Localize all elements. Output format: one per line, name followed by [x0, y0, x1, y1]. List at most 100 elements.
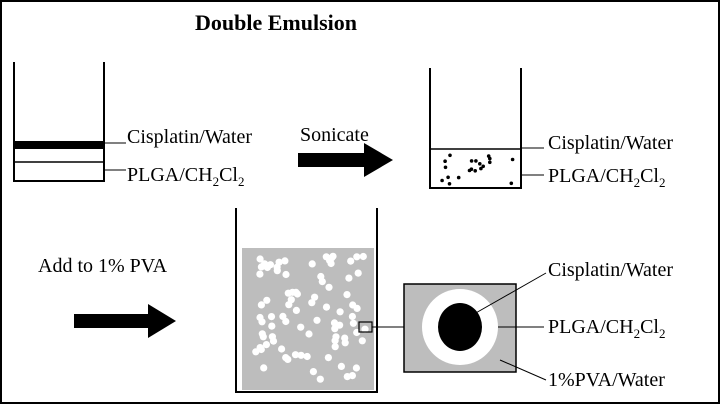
emulsion-particles: [252, 252, 369, 383]
emulsion-particle: [343, 291, 351, 299]
cisplatin-core: [438, 303, 482, 351]
emulsion-particle: [349, 319, 357, 327]
emulsion-particle: [256, 344, 264, 352]
emulsion-particle: [282, 270, 290, 279]
emulsion-particle: [341, 334, 349, 342]
emulsion-particle: [262, 341, 270, 349]
emulsion-particle: [352, 364, 360, 372]
emulsion-particle: [287, 296, 295, 304]
emulsion-particle: [317, 272, 325, 281]
beaker-3-outline: [235, 208, 378, 393]
emulsion-particle: [345, 274, 353, 282]
droplet-dot: [443, 165, 448, 170]
emulsion-particle: [297, 351, 305, 359]
emulsion-particle: [313, 316, 321, 324]
emulsion-particle: [263, 263, 271, 272]
emulsion-particle: [273, 267, 281, 275]
droplet-dot: [479, 166, 483, 171]
emulsion-particle: [349, 301, 357, 309]
emulsion-particle: [354, 269, 362, 277]
beaker-2: [429, 68, 522, 189]
droplet-dot: [478, 162, 482, 166]
emulsion-particle: [311, 293, 319, 301]
emulsion-particle: [336, 321, 344, 329]
emulsion-particle: [256, 255, 264, 263]
emulsion-particle: [316, 375, 324, 383]
label-sonicate: Sonicate: [300, 124, 369, 146]
emulsion-particle: [284, 355, 292, 363]
droplet-dot: [448, 153, 452, 158]
beaker-1: [13, 62, 105, 182]
emulsion-particle: [303, 352, 311, 361]
emulsion-particle: [308, 260, 316, 268]
label-plga-3: PLGA/CH2Cl2: [548, 316, 665, 341]
arrow-sonicate-icon: [298, 143, 393, 177]
droplet-dot: [481, 164, 486, 169]
label-plga-1: PLGA/CH2Cl2: [127, 164, 244, 189]
emulsion-particle: [257, 301, 265, 309]
emulsion-particle: [331, 343, 339, 351]
magnified-droplet: [403, 283, 517, 373]
emulsion-particle: [347, 257, 355, 265]
droplet-dot: [443, 159, 447, 163]
dispersed-droplets: [440, 153, 515, 186]
droplet-dot: [509, 181, 514, 186]
emulsion-particle: [291, 351, 300, 359]
emulsion-particle: [260, 364, 268, 372]
emulsion-particle: [288, 288, 297, 296]
emulsion-particle: [263, 296, 271, 304]
label-cisplatin-water-3: Cisplatin/Water: [548, 259, 673, 281]
emulsion-particle: [309, 368, 317, 376]
label-plga-2: PLGA/CH2Cl2: [548, 165, 665, 190]
emulsion-particle: [324, 354, 332, 362]
droplet-dot: [473, 169, 478, 173]
emulsion-particle: [326, 256, 334, 265]
droplet-dot: [447, 182, 452, 186]
label-pva-water: 1%PVA/Water: [548, 369, 665, 391]
droplet-dot: [446, 175, 450, 180]
droplet-dot: [488, 160, 492, 165]
emulsion-particle: [278, 345, 286, 353]
emulsion-particle: [258, 318, 266, 326]
droplet-dot: [510, 157, 515, 162]
emulsion-particle: [268, 322, 276, 330]
emulsion-particle: [305, 330, 313, 338]
droplet-dot: [488, 156, 492, 161]
emulsion-particle: [348, 312, 356, 321]
emulsion-particle: [267, 313, 276, 321]
emulsion-particle: [259, 333, 267, 341]
diagram-title: Double Emulsion: [195, 10, 357, 35]
emulsion-particle: [361, 325, 369, 333]
emulsion-particle: [343, 373, 351, 381]
leader-line-medium: [499, 359, 547, 381]
label-cisplatin-water-2: Cisplatin/Water: [548, 132, 673, 154]
beaker-1-outline: [13, 62, 105, 182]
label-cisplatin-water-1: Cisplatin/Water: [127, 126, 252, 148]
emulsion-particle: [281, 257, 289, 265]
emulsion-particle: [292, 306, 300, 314]
emulsion-particle: [353, 253, 361, 261]
emulsion-particle: [256, 270, 264, 278]
emulsion-particle: [331, 337, 339, 345]
emulsion-particle: [325, 283, 333, 291]
droplet-dot: [474, 159, 478, 163]
emulsion-particle: [297, 323, 305, 331]
arrow-add-icon: [74, 304, 176, 338]
droplet-dot: [467, 168, 472, 173]
beaker-2-outline: [429, 68, 522, 189]
emulsion-particle: [336, 308, 344, 316]
emulsion-particle: [268, 333, 276, 341]
droplet-dot: [440, 178, 444, 183]
layer-interface: [14, 141, 104, 149]
emulsion-particle: [279, 312, 287, 320]
beaker-3: [235, 208, 378, 393]
emulsion-particle: [322, 303, 331, 311]
emulsion-particle: [308, 299, 316, 307]
droplet-dot: [456, 175, 461, 180]
emulsion-particle: [359, 252, 367, 261]
label-add-to-pva: Add to 1% PVA: [38, 255, 168, 277]
emulsion-particle: [358, 337, 366, 345]
leader-line-core: [473, 272, 547, 315]
